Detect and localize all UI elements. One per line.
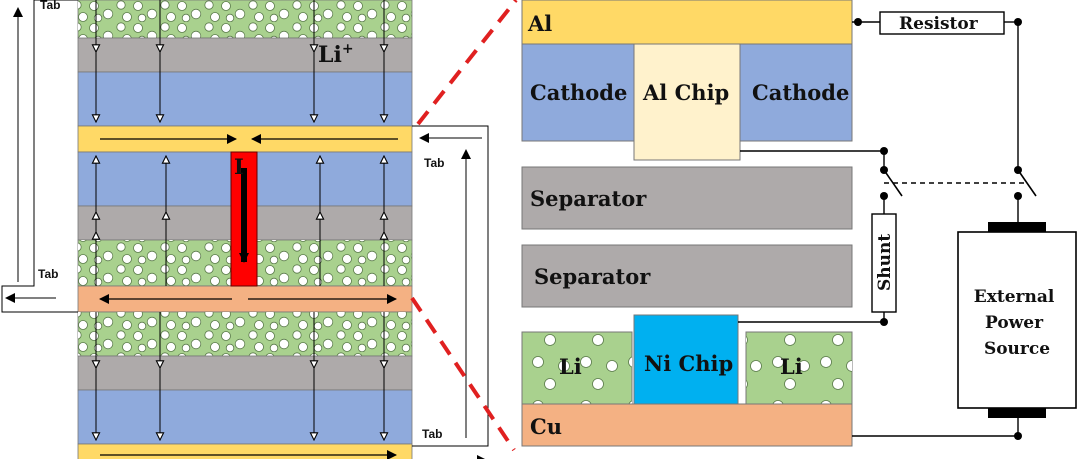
tab-label-left: Tab (38, 267, 58, 281)
zoom-indicator-line-lower (410, 296, 516, 452)
li-left-label: Li (559, 354, 582, 379)
shunt-label: Shunt (875, 234, 895, 291)
al-chip-label: Al Chip (642, 80, 729, 105)
tab-loops (1, 0, 489, 459)
cathode-layer (77, 71, 413, 127)
tab-loop-right-upper (412, 125, 489, 447)
separator-block-top (521, 166, 853, 230)
cathode-right-label: Cathode (752, 80, 849, 105)
ion-flow-arrows-middle (96, 156, 384, 286)
circuit-nodes (854, 18, 1022, 440)
ion-flow-arrows-lower (96, 312, 384, 440)
cathode-block-right (739, 43, 853, 142)
copper-layer (521, 403, 853, 447)
power-source-terminal-bottom (988, 408, 1046, 418)
shunt-box (871, 213, 897, 313)
tab-label-top: Tab (40, 0, 60, 12)
cell-stack: I Li+ (1, 0, 489, 459)
tab-label-right-lower: Tab (422, 427, 442, 441)
separator-layer (77, 355, 413, 391)
ni-chip-label: Ni Chip (644, 351, 733, 376)
separator-layer (77, 37, 413, 73)
tab-loop-left (1, 0, 78, 313)
short-current-label: I (234, 154, 244, 179)
resistor-label: Resistor (899, 14, 979, 34)
separator-bottom-label: Separator (534, 264, 651, 289)
ion-flow-arrows-upper (96, 0, 384, 122)
tab-label-right-upper: Tab (424, 156, 444, 170)
aluminum-label: Al (527, 11, 552, 36)
separator-block-bottom (521, 244, 853, 308)
aluminum-layer (521, 0, 853, 45)
al-chip (633, 43, 741, 161)
resistor-box (879, 11, 1005, 35)
aluminum-current-collector (77, 443, 413, 459)
lithium-ion-label: Li+ (318, 41, 354, 68)
test-cell-schematic: Al Cathode Al Chip Cathode Separator Sep… (521, 0, 1077, 447)
li-right-label: Li (780, 354, 803, 379)
separator-top-label: Separator (530, 186, 647, 211)
cathode-left-label: Cathode (530, 80, 627, 105)
power-source-terminal-top (988, 222, 1046, 232)
ni-chip (633, 314, 739, 405)
external-power-source-label: External Power Source (974, 287, 1060, 359)
zoom-indicator-line-upper (416, 0, 518, 126)
cathode-layer (77, 389, 413, 445)
copper-label: Cu (530, 414, 562, 439)
cathode-block-left (521, 43, 635, 142)
collector-current-arrows (99, 134, 398, 459)
